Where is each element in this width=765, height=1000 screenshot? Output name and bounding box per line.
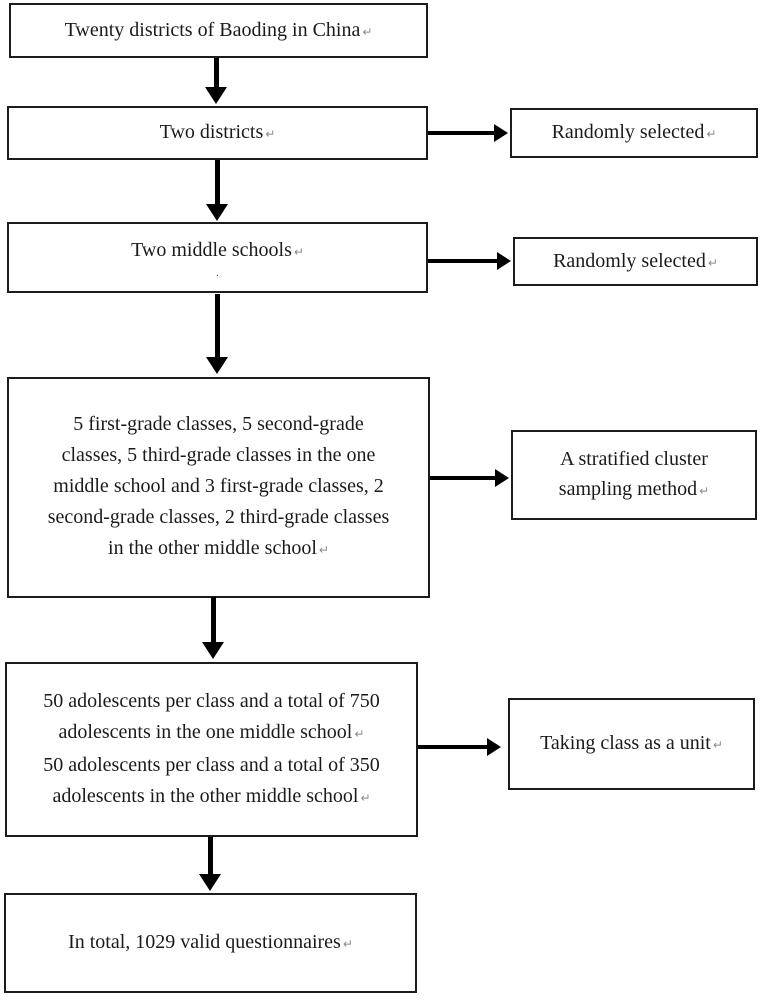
arrow-head [495, 469, 509, 487]
annotation-box-taking-class-as-unit: Taking class as a unit↵ [508, 698, 755, 790]
annotation-box-randomly-selected-2: Randomly selected↵ [513, 237, 758, 286]
arrow-head [202, 642, 224, 659]
annotation-box-stratified-cluster: A stratified cluster sampling method↵ [511, 430, 757, 520]
box-text-line: 5 first-grade classes, 5 second-grade [73, 413, 364, 435]
flow-box-valid-questionnaires: In total, 1029 valid questionnaires↵ [4, 893, 417, 993]
box-text: Taking class as a unit [540, 732, 711, 754]
arrow-shaft [418, 745, 487, 749]
arrow-head [206, 204, 228, 221]
arrow-down-icon [205, 58, 227, 104]
box-text: Twenty districts of Baoding in China [64, 18, 361, 41]
arrow-head [497, 252, 511, 270]
arrow-head [199, 874, 221, 891]
arrow-shaft [214, 160, 220, 204]
arrow-head [205, 87, 227, 104]
arrow-head [206, 357, 228, 374]
stray-period-mark: . [216, 266, 219, 279]
box-text: Randomly selected [553, 249, 706, 272]
flow-box-twenty-districts: Twenty districts of Baoding in China↵ [9, 3, 428, 58]
box-text-line: adolescents in the other middle school [52, 784, 359, 807]
arrow-head [494, 124, 508, 142]
box-text-line: classes, 5 third-grade classes in the on… [61, 444, 376, 466]
paragraph-return-mark: ↵ [699, 484, 710, 498]
paragraph-return-mark: ↵ [706, 127, 717, 141]
arrow-head [487, 738, 501, 756]
box-text-line: second-grade classes, 2 third-grade clas… [47, 506, 390, 528]
box-text-line: 50 adolescents per class and a total of … [43, 689, 380, 712]
arrow-shaft [428, 131, 494, 135]
arrow-down-icon [199, 837, 221, 891]
arrow-shaft [213, 58, 219, 87]
box-text: Two districts [159, 121, 264, 143]
paragraph-return-mark: ↵ [712, 738, 723, 752]
arrow-shaft [214, 294, 220, 357]
box-text-line: in the other middle school [108, 537, 317, 559]
arrow-shaft [430, 476, 495, 480]
box-text-line: middle school and 3 first-grade classes,… [53, 475, 384, 497]
box-text: In total, 1029 valid questionnaires [68, 931, 341, 953]
flow-box-adolescents-totals: 50 adolescents per class and a total of … [5, 662, 418, 837]
arrow-down-icon [206, 160, 228, 221]
box-text-line: A stratified cluster [560, 448, 708, 470]
arrow-right-icon [430, 468, 509, 488]
paragraph-return-mark: ↵ [707, 255, 718, 270]
paragraph-return-mark: ↵ [342, 937, 353, 951]
flow-box-two-districts: Two districts↵ [7, 106, 428, 160]
box-text-line: 50 adolescents per class and a total of … [43, 753, 380, 776]
arrow-right-icon [418, 737, 501, 757]
paragraph-return-mark: ↵ [318, 543, 329, 557]
box-text: Two middle schools [131, 238, 292, 261]
arrow-shaft [210, 597, 216, 642]
arrow-shaft [207, 837, 213, 874]
arrow-down-icon [206, 294, 228, 374]
annotation-box-randomly-selected-1: Randomly selected↵ [510, 108, 758, 158]
flow-box-classes-selected: 5 first-grade classes, 5 second-grade cl… [7, 377, 430, 598]
arrow-down-icon [202, 597, 224, 659]
paragraph-return-mark: ↵ [265, 127, 276, 141]
paragraph-return-mark: ↵ [360, 790, 371, 805]
paragraph-return-mark: ↵ [354, 726, 365, 741]
box-text: Randomly selected [551, 121, 705, 143]
box-text-line: sampling method [558, 478, 698, 500]
flow-box-two-middle-schools: Two middle schools↵ . [7, 222, 428, 293]
arrow-right-icon [428, 251, 511, 271]
box-text-line: adolescents in the one middle school [58, 720, 353, 743]
paragraph-return-mark: ↵ [293, 244, 304, 259]
arrow-shaft [428, 259, 497, 263]
arrow-right-icon [428, 123, 508, 143]
paragraph-return-mark: ↵ [362, 24, 373, 39]
